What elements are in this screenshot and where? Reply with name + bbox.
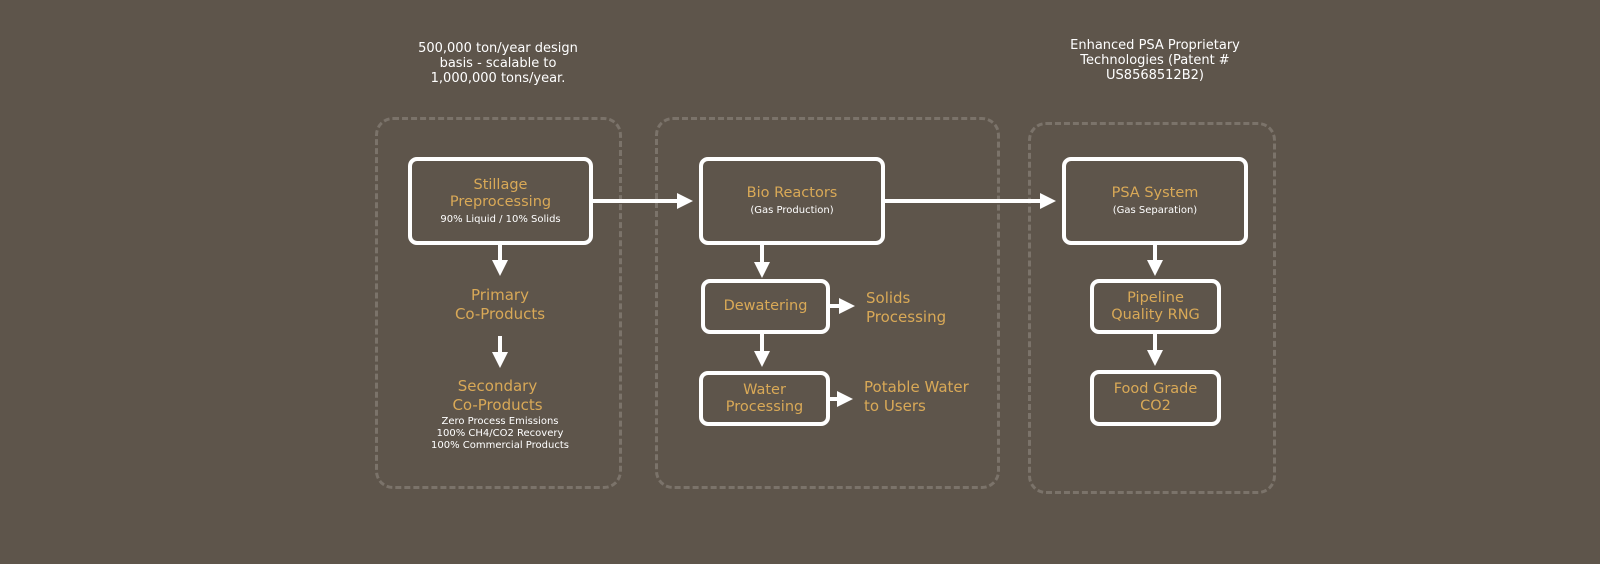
food-grade-co2-title: Food Grade CO2 bbox=[1113, 381, 1198, 414]
psa-system-box: PSA System (Gas Separation) bbox=[1062, 157, 1248, 245]
potable-water-label: Potable Water to Users bbox=[864, 378, 969, 415]
stillage-preprocessing-subtitle: 90% Liquid / 10% Solids bbox=[440, 213, 561, 225]
reactor-group-frame bbox=[655, 117, 1000, 489]
psa-technology-note: Enhanced PSA Proprietary Technologies (P… bbox=[1070, 38, 1240, 83]
stillage-preprocessing-box: Stillage Preprocessing 90% Liquid / 10% … bbox=[408, 157, 593, 245]
solids-processing-label: Solids Processing bbox=[866, 289, 947, 326]
psa-system-title: PSA System bbox=[1111, 185, 1199, 201]
design-basis-note: 500,000 ton/year design basis - scalable… bbox=[418, 41, 578, 86]
bio-reactors-title: Bio Reactors bbox=[746, 185, 838, 201]
psa-system-subtitle: (Gas Separation) bbox=[1112, 205, 1198, 216]
stillage-preprocessing-title: Stillage Preprocessing bbox=[449, 176, 552, 210]
pipeline-rng-box: Pipeline Quality RNG bbox=[1090, 279, 1221, 334]
water-processing-box: Water Processing bbox=[699, 371, 830, 426]
water-processing-title: Water Processing bbox=[725, 381, 804, 415]
dewatering-box: Dewatering bbox=[701, 279, 830, 334]
pipeline-rng-title: Pipeline Quality RNG bbox=[1111, 289, 1200, 323]
secondary-co-products-details: Zero Process Emissions 100% CH4/CO2 Reco… bbox=[431, 416, 569, 451]
food-grade-co2-box: Food Grade CO2 bbox=[1090, 370, 1221, 426]
bio-reactors-box: Bio Reactors (Gas Production) bbox=[699, 157, 885, 245]
bio-reactors-subtitle: (Gas Production) bbox=[750, 205, 834, 216]
dewatering-title: Dewatering bbox=[723, 298, 808, 314]
separation-group-frame bbox=[1028, 122, 1276, 494]
preprocessing-group-frame bbox=[375, 117, 622, 489]
secondary-co-products-label: Secondary Co-Products bbox=[452, 377, 543, 414]
primary-co-products-label: Primary Co-Products bbox=[454, 286, 546, 323]
